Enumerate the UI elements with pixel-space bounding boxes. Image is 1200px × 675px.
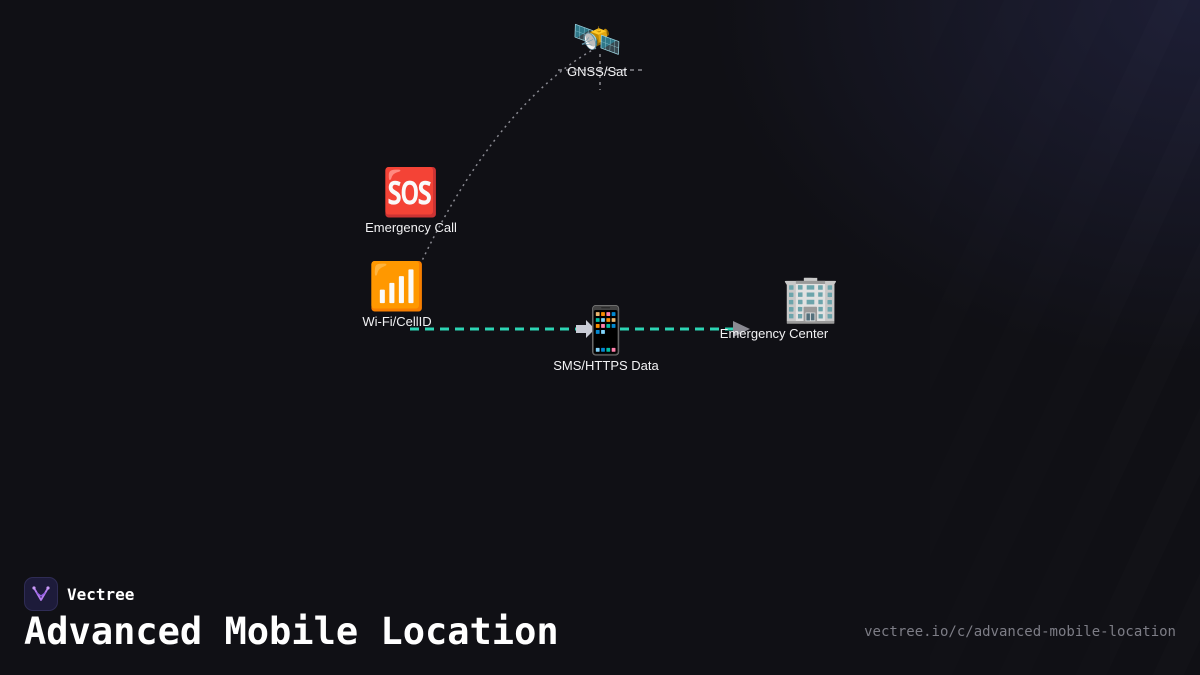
sos-icon: 🆘 — [382, 166, 440, 218]
node-label-wifi-cellid: Wi-Fi/CellID — [362, 314, 432, 329]
satellite-icon: 🛰️ — [572, 18, 622, 62]
page-title: Advanced Mobile Location — [24, 610, 559, 653]
brand: Vectree — [24, 577, 134, 611]
node-label-emergency-call: Emergency Call — [365, 220, 457, 235]
office-building-icon: 🏢 — [782, 272, 840, 324]
edge-arrow-into-phone — [576, 320, 595, 338]
node-label-gnss: GNSS/Sat — [567, 64, 627, 79]
node-label-sms-https-data: SMS/HTTPS Data — [553, 358, 659, 373]
mobile-phone-icon: 📱 — [577, 304, 635, 356]
node-emergency-center: 🏢 Emergency Center — [674, 272, 874, 341]
node-sms-https-data: 📱 SMS/HTTPS Data — [506, 304, 706, 373]
node-wifi-cellid: 📶 Wi-Fi/CellID — [297, 260, 497, 329]
edge-arrowhead-center — [733, 321, 750, 337]
node-emergency-call: 🆘 Emergency Call — [311, 166, 511, 235]
edge-wifi-gnss — [419, 47, 597, 266]
page-url: vectree.io/c/advanced-mobile-location — [864, 624, 1176, 640]
vectree-logo-icon — [24, 577, 58, 611]
signal-bars-icon: 📶 — [368, 260, 426, 312]
node-gnss-sat: 🛰️ GNSS/Sat — [497, 18, 697, 79]
node-label-emergency-center: Emergency Center — [719, 326, 829, 341]
brand-name: Vectree — [67, 584, 135, 604]
